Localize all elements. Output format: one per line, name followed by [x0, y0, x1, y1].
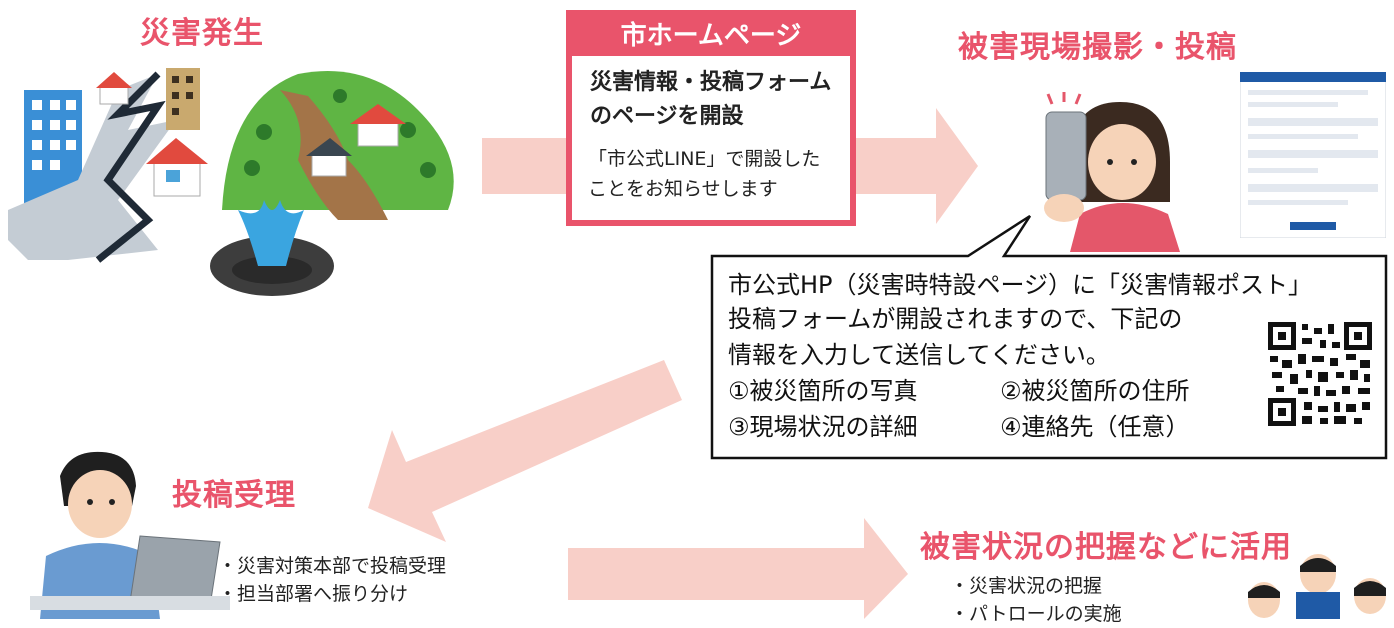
receive-bullet-1: ・災害対策本部で投稿受理 — [218, 555, 447, 577]
homepage-box-main: 災害情報・投稿フォーム のページを開設 — [590, 66, 850, 134]
house-icon — [96, 72, 132, 105]
landslide-icon — [222, 70, 454, 220]
staff-illustration — [1248, 554, 1386, 619]
homepage-sub-line1: 「市公式LINE」で開設した — [588, 148, 821, 170]
speech-bubble — [710, 214, 1388, 460]
bubble-item1: ①被災箇所の写真 — [728, 377, 918, 405]
person-icon — [1070, 102, 1180, 252]
worker-at-laptop-illustration — [30, 451, 230, 619]
person-icon — [1248, 582, 1280, 618]
smartphone-icon — [1044, 111, 1087, 222]
building-icon — [166, 68, 200, 130]
water-burst-icon — [210, 200, 334, 296]
arrow-down-left — [368, 360, 682, 542]
homepage-box-header: 市ホームページ — [566, 10, 856, 56]
receive-bullets: ・災害対策本部で投稿受理 ・担当部署へ振り分け — [218, 552, 446, 608]
crack-icon — [8, 74, 176, 260]
stage-title-usage: 被害状況の把握などに活用 — [920, 530, 1292, 565]
homepage-sub-line2: ことをお知らせします — [588, 178, 778, 200]
homepage-box-sub: 「市公式LINE」で開設した ことをお知らせします — [588, 144, 852, 204]
bubble-line2: 投稿フォームが開設されますので、下記の — [728, 305, 1183, 333]
arrow-right-2 — [568, 518, 908, 619]
usage-bullets: ・災害状況の把握 ・パトロールの実施 — [950, 572, 1122, 628]
person-icon — [1354, 578, 1386, 614]
bubble-item4: ④連絡先（任意） — [1000, 413, 1190, 441]
bubble-line1: 市公式HP（災害時特設ページ）に「災害情報ポスト」 — [728, 271, 1313, 299]
house-icon — [146, 138, 208, 197]
bubble-line3: 情報を入力して送信してください。 — [728, 341, 1110, 369]
bubble-item3: ③現場状況の詳細 — [728, 413, 918, 441]
homepage-main-line2: のページを開設 — [590, 104, 744, 129]
laptop-icon — [30, 535, 230, 610]
usage-bullet-2: ・パトロールの実施 — [950, 603, 1122, 625]
disaster-illustration — [8, 68, 454, 296]
form-screenshot — [1240, 72, 1386, 238]
person-icon — [1296, 554, 1340, 619]
stage-title-photo: 被害現場撮影・投稿 — [958, 30, 1237, 65]
bubble-item2: ②被災箇所の住所 — [1000, 377, 1190, 405]
usage-bullet-1: ・災害状況の把握 — [950, 575, 1103, 597]
qr-code-icon — [1268, 322, 1372, 426]
stage-title-receive: 投稿受理 — [172, 478, 296, 513]
receive-bullet-2: ・担当部署へ振り分け — [218, 583, 409, 605]
stage-title-disaster: 災害発生 — [140, 16, 264, 51]
woman-with-phone-illustration — [1044, 92, 1180, 252]
homepage-main-line1: 災害情報・投稿フォーム — [590, 70, 832, 95]
